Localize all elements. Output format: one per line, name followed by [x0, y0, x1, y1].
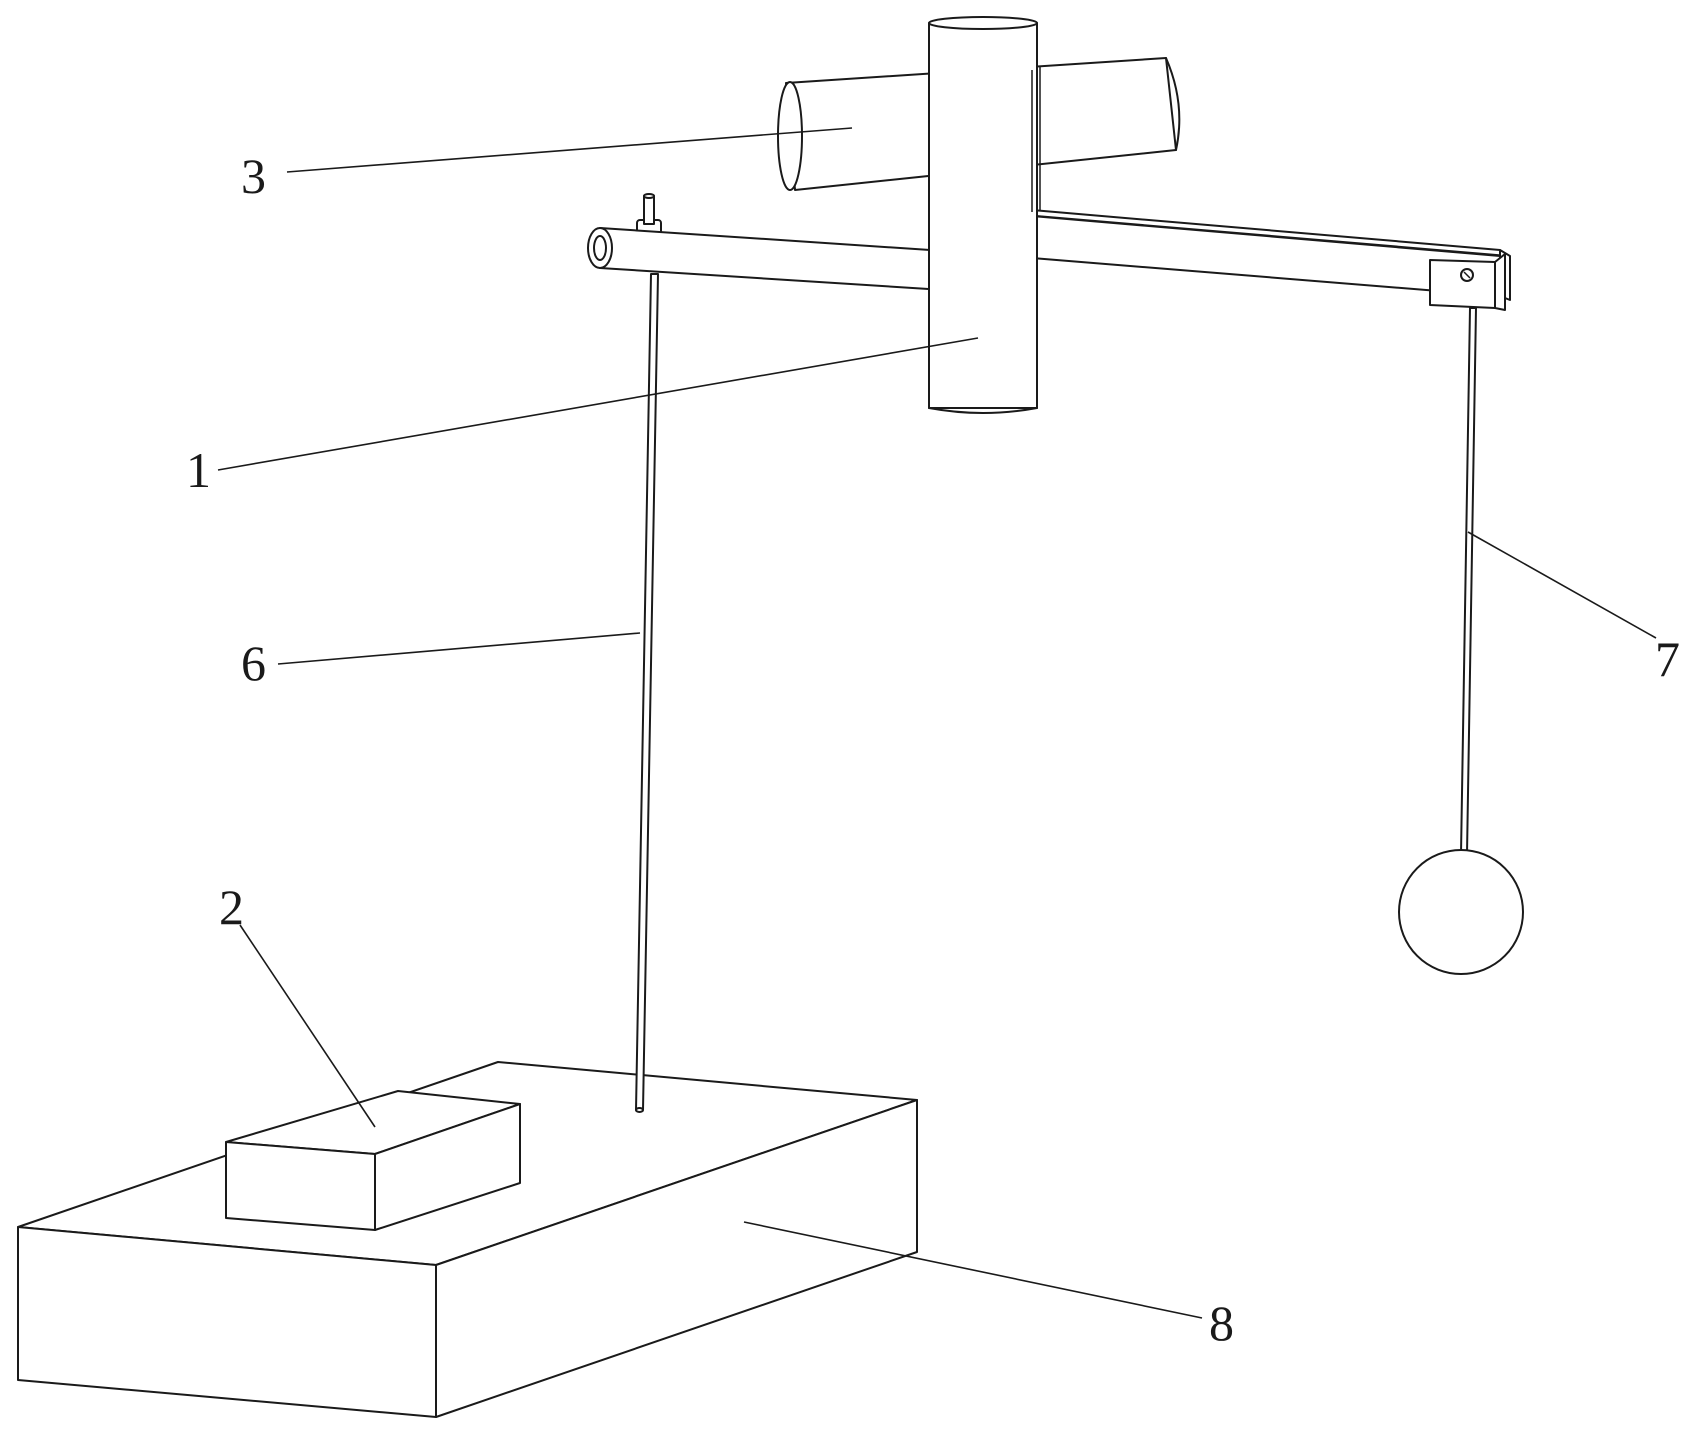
float-rod — [1460, 307, 1477, 855]
end-bracket — [1429, 259, 1496, 309]
label-6: 6 — [241, 635, 266, 691]
rod-body — [635, 273, 659, 1111]
leader-8 — [743, 1221, 1203, 1319]
label-2: 2 — [219, 879, 244, 935]
float-assembly — [1398, 307, 1524, 975]
leader-1 — [217, 337, 979, 471]
label-7: 7 — [1655, 631, 1680, 687]
rod-top-stub — [643, 195, 655, 225]
leader-6 — [277, 632, 641, 665]
rod-bottom-end — [635, 1107, 644, 1113]
pivot-pin-slot — [1463, 271, 1471, 279]
label-1: 1 — [186, 442, 211, 498]
base-side-face — [435, 1099, 918, 1418]
cylinder-left-end — [777, 81, 803, 191]
end-bracket-side — [1494, 253, 1506, 311]
vertical-post — [928, 16, 1041, 414]
box-side-face — [374, 1103, 521, 1231]
sensor-box — [225, 1090, 521, 1231]
leader-3 — [286, 127, 853, 173]
leader-2 — [239, 924, 376, 1128]
leader-lines — [217, 127, 1657, 1319]
vertical-rod — [635, 193, 662, 1113]
lever-beam — [587, 209, 1511, 311]
rod-top-end — [643, 193, 655, 199]
cylinder-right-end — [1165, 57, 1181, 151]
box-front-face — [225, 1141, 376, 1231]
reference-numerals: 3 1 6 7 2 8 — [186, 148, 1680, 1351]
post-top — [928, 16, 1038, 30]
beam-left-end-inner — [593, 235, 607, 261]
post-body — [928, 22, 1038, 409]
label-8: 8 — [1209, 1295, 1234, 1351]
label-3: 3 — [241, 148, 266, 204]
leader-7 — [1467, 531, 1657, 639]
post-bottom — [928, 407, 1038, 414]
float-ball — [1398, 849, 1524, 975]
